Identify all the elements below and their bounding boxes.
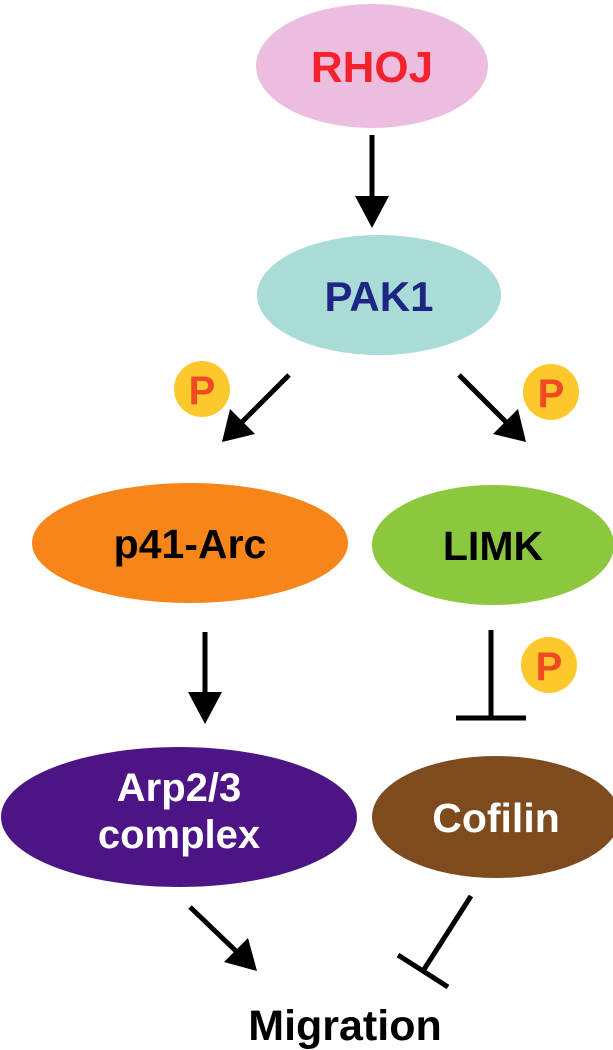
edge-limk-cofilin [456, 630, 526, 721]
node-rhoj: RHOJ [256, 4, 488, 128]
phospho-badge-label: P [189, 369, 216, 413]
phospho-badge-pak1-p41arc: P [174, 361, 230, 417]
node-arp23: Arp2/3 complex [1, 747, 357, 887]
phospho-badge-limk-cofilin: P [521, 637, 577, 693]
edge-p41arc-arp23 [188, 632, 222, 724]
edge-pak1-p41arc [222, 373, 291, 442]
node-pak1-label: PAK1 [325, 273, 434, 320]
edge-rhoj-pak1 [355, 135, 389, 228]
node-p41arc-label: p41-Arc [114, 521, 267, 567]
phospho-badge-label: P [538, 372, 565, 416]
node-pak1: PAK1 [257, 235, 501, 355]
node-arp23-label-line1: Arp2/3 [117, 766, 242, 810]
node-cofilin: Cofilin [372, 756, 613, 878]
edge-cofilin-migration [396, 894, 474, 990]
node-arp23-label-line2: complex [98, 813, 260, 857]
node-p41arc-shape [32, 483, 348, 603]
node-limk-label: LIMK [443, 523, 544, 569]
node-arp23-shape [1, 747, 357, 887]
node-rhoj-shape [256, 4, 488, 128]
node-pak1-shape [257, 235, 501, 355]
node-p41arc: p41-Arc [32, 483, 348, 603]
edge-arp23-migration [188, 905, 257, 971]
node-rhoj-label: RHOJ [311, 43, 433, 92]
node-migration-label: Migration [248, 1002, 441, 1050]
node-limk: LIMK [372, 485, 613, 605]
phospho-badge-pak1-limk: P [523, 364, 579, 420]
node-cofilin-label: Cofilin [432, 795, 560, 841]
node-limk-shape [372, 485, 613, 605]
phospho-badge-label: P [536, 645, 563, 689]
edge-pak1-limk [457, 373, 526, 442]
node-cofilin-shape [372, 756, 613, 878]
